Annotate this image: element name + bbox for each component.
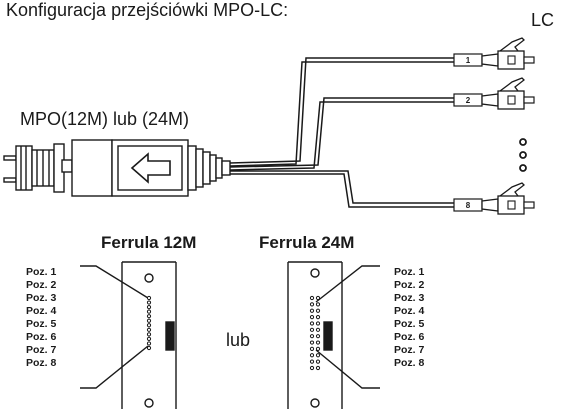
- fiber-dot: [315, 353, 321, 358]
- ferrule-12m: [80, 261, 177, 409]
- fiber-dot: [315, 334, 321, 339]
- mpo-connector: [3, 139, 231, 197]
- positions-left: Poz. 1 Poz. 2 Poz. 3 Poz. 4 Poz. 5 Poz. …: [26, 266, 57, 369]
- fiber-dot: [146, 314, 152, 319]
- fiber-dot: [146, 300, 152, 305]
- fiber-tag-1: 1: [453, 53, 483, 67]
- position-label: Poz. 2: [26, 279, 57, 291]
- fiber-dot: [309, 346, 315, 352]
- fiber-dot: [315, 308, 321, 313]
- fiber-dot: [146, 318, 152, 323]
- position-label: Poz. 2: [394, 279, 425, 291]
- position-label: Poz. 8: [394, 357, 425, 369]
- ferrule-12m-title: Ferrula 12M: [101, 233, 196, 252]
- fiber-dot: [315, 314, 321, 320]
- lc-connector-8: [481, 182, 535, 215]
- fiber-dot: [309, 308, 315, 313]
- position-label: Poz. 3: [394, 292, 425, 304]
- fiber-dot: [146, 332, 152, 337]
- diagram-title: Konfiguracja przejściówki MPO-LC:: [6, 0, 288, 20]
- fiber-number-1: 1: [466, 56, 471, 65]
- fiber-dot: [315, 327, 321, 332]
- ferrule-12m-fiber-dots: [146, 295, 152, 351]
- position-label: Poz. 6: [26, 331, 57, 343]
- fiber-dot: [309, 353, 315, 358]
- fiber-dot: [309, 359, 315, 364]
- position-label: Poz. 7: [394, 344, 425, 356]
- fiber-dot: [309, 314, 315, 320]
- fiber-dot: [146, 327, 152, 332]
- or-label: lub: [226, 330, 250, 350]
- position-label: Poz. 6: [394, 331, 425, 343]
- position-label: Poz. 7: [26, 344, 57, 356]
- continuation-dots: [519, 138, 527, 172]
- position-label: Poz. 4: [26, 305, 57, 317]
- fiber-dot: [309, 321, 315, 326]
- fiber-dot: [309, 295, 315, 301]
- lc-label: LC: [531, 10, 554, 30]
- fiber-lines: [229, 57, 454, 208]
- fiber-dot: [146, 341, 152, 346]
- fiber-dot: [315, 295, 321, 301]
- ferrule-24m: [287, 261, 380, 409]
- fiber-dot: [146, 295, 152, 301]
- fiber-dot: [315, 302, 321, 307]
- fiber-dot: [309, 327, 315, 332]
- fiber-tag-2: 2: [453, 93, 483, 107]
- position-label: Poz. 5: [394, 318, 425, 330]
- fiber-number-2: 2: [466, 96, 471, 105]
- position-label: Poz. 1: [394, 266, 425, 278]
- fiber-dot: [146, 345, 152, 351]
- fiber-dot: [309, 302, 315, 307]
- fiber-tag-8: 8: [453, 198, 483, 212]
- position-label: Poz. 5: [26, 318, 57, 330]
- mpo-label: MPO(12M) lub (24M): [20, 109, 189, 129]
- positions-right: Poz. 1 Poz. 2 Poz. 3 Poz. 4 Poz. 5 Poz. …: [394, 266, 425, 369]
- fiber-dot: [315, 340, 321, 345]
- fiber-dot: [309, 340, 315, 345]
- fiber-dot: [315, 365, 321, 371]
- position-label: Poz. 1: [26, 266, 57, 278]
- fiber-dot: [146, 304, 152, 310]
- ferrule-24m-title: Ferrula 24M: [259, 233, 354, 252]
- fiber-dot: [309, 334, 315, 339]
- lc-connector-2: [481, 77, 535, 110]
- fiber-dot: [146, 336, 152, 342]
- ferrule-24m-fiber-dots: [309, 295, 321, 371]
- position-label: Poz. 8: [26, 357, 57, 369]
- fiber-dot: [146, 323, 152, 328]
- fiber-dot: [315, 321, 321, 326]
- position-label: Poz. 4: [394, 305, 425, 317]
- fiber-dot: [309, 365, 315, 371]
- fiber-dot: [146, 309, 152, 314]
- fiber-number-8: 8: [466, 201, 471, 210]
- position-label: Poz. 3: [26, 292, 57, 304]
- lc-connector-1: [481, 37, 535, 70]
- fiber-dot: [315, 359, 321, 364]
- fiber-dot: [315, 346, 321, 352]
